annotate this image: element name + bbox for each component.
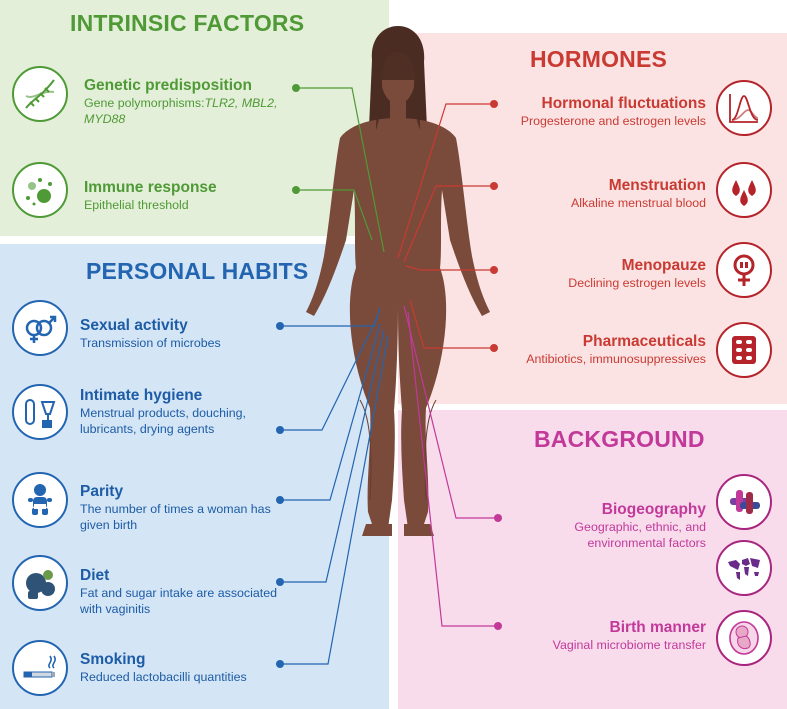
biogeography-desc: Geographic, ethnic, and environmental fa… — [574, 520, 706, 550]
menopauze-desc: Declining estrogen levels — [568, 276, 706, 290]
pharmaceuticals-heading: Pharmaceuticals — [582, 333, 706, 350]
genetic-predisposition-heading: Genetic predisposition — [84, 77, 252, 94]
immune-response-desc: Epithelial threshold — [84, 198, 189, 212]
parity-desc: The number of times a woman has given bi… — [80, 502, 271, 532]
hormones-title: HORMONES — [530, 46, 668, 72]
hygiene-products-icon — [12, 384, 68, 440]
hormonal-fluctuations-heading: Hormonal fluctuations — [541, 95, 706, 112]
baby-icon — [12, 472, 68, 528]
hormonal-fluctuations-desc: Progesterone and estrogen levels — [520, 114, 706, 128]
hands-icon — [716, 474, 772, 530]
cigarette-icon — [12, 640, 68, 696]
intimate-hygiene-item: Intimate hygiene Menstrual products, dou… — [80, 386, 280, 437]
diet-desc: Fat and sugar intake are associated with… — [80, 586, 277, 616]
biogeography-heading: Biogeography — [601, 501, 706, 518]
background-title: BACKGROUND — [534, 426, 705, 452]
menopauze-heading: Menopauze — [621, 257, 706, 274]
hormonal-fluctuations-item: Hormonal fluctuations Progesterone and e… — [500, 94, 706, 129]
menstruation-item: Menstruation Alkaline menstrual blood — [500, 176, 706, 211]
gender-symbols-icon — [12, 300, 68, 356]
smoking-desc: Reduced lactobacilli quantities — [80, 670, 247, 684]
food-icon — [12, 555, 68, 611]
diet-heading: Diet — [80, 567, 110, 584]
smoking-item: Smoking Reduced lactobacilli quantities — [80, 650, 280, 685]
hormone-graph-icon — [716, 80, 772, 136]
dna-icon — [12, 66, 68, 122]
genetic-predisposition-desc: Gene polymorphisms:TLR2, MBL2,MYD88 — [84, 96, 278, 126]
blood-drops-icon — [716, 162, 772, 218]
fetus-icon — [716, 610, 772, 666]
sexual-activity-desc: Transmission of microbes — [80, 336, 221, 350]
immune-response-item: Immune response Epithelial threshold — [84, 178, 284, 213]
pharmaceuticals-desc: Antibiotics, immunosuppressives — [526, 352, 706, 366]
birth-manner-item: Birth manner Vaginal microbiome transfer — [500, 618, 706, 653]
birth-manner-desc: Vaginal microbiome transfer — [552, 638, 706, 652]
personal-habits-title: PERSONAL HABITS — [86, 258, 309, 284]
intimate-hygiene-desc: Menstrual products, douching, lubricants… — [80, 406, 246, 436]
menopauze-item: Menopauze Declining estrogen levels — [500, 256, 706, 291]
genetic-predisposition-item: Genetic predisposition Gene polymorphism… — [84, 76, 294, 127]
menstruation-heading: Menstruation — [608, 177, 706, 194]
immune-response-heading: Immune response — [84, 179, 217, 196]
birth-manner-heading: Birth manner — [609, 619, 706, 636]
intrinsic-factors-title: INTRINSIC FACTORS — [70, 10, 305, 36]
biogeography-item: Biogeography Geographic, ethnic, and env… — [500, 500, 706, 551]
world-map-icon — [716, 540, 772, 596]
female-symbol-icon — [716, 242, 772, 298]
parity-item: Parity The number of times a woman has g… — [80, 482, 280, 533]
sexual-activity-item: Sexual activity Transmission of microbes — [80, 316, 280, 351]
sexual-activity-heading: Sexual activity — [80, 317, 188, 334]
pills-icon — [716, 322, 772, 378]
parity-heading: Parity — [80, 483, 124, 500]
smoking-heading: Smoking — [80, 651, 146, 668]
immune-cell-icon — [12, 162, 68, 218]
intimate-hygiene-heading: Intimate hygiene — [80, 387, 203, 404]
pharmaceuticals-item: Pharmaceuticals Antibiotics, immunosuppr… — [500, 332, 706, 367]
human-body-figure — [306, 52, 490, 528]
menstruation-desc: Alkaline menstrual blood — [571, 196, 706, 210]
diet-item: Diet Fat and sugar intake are associated… — [80, 566, 280, 617]
